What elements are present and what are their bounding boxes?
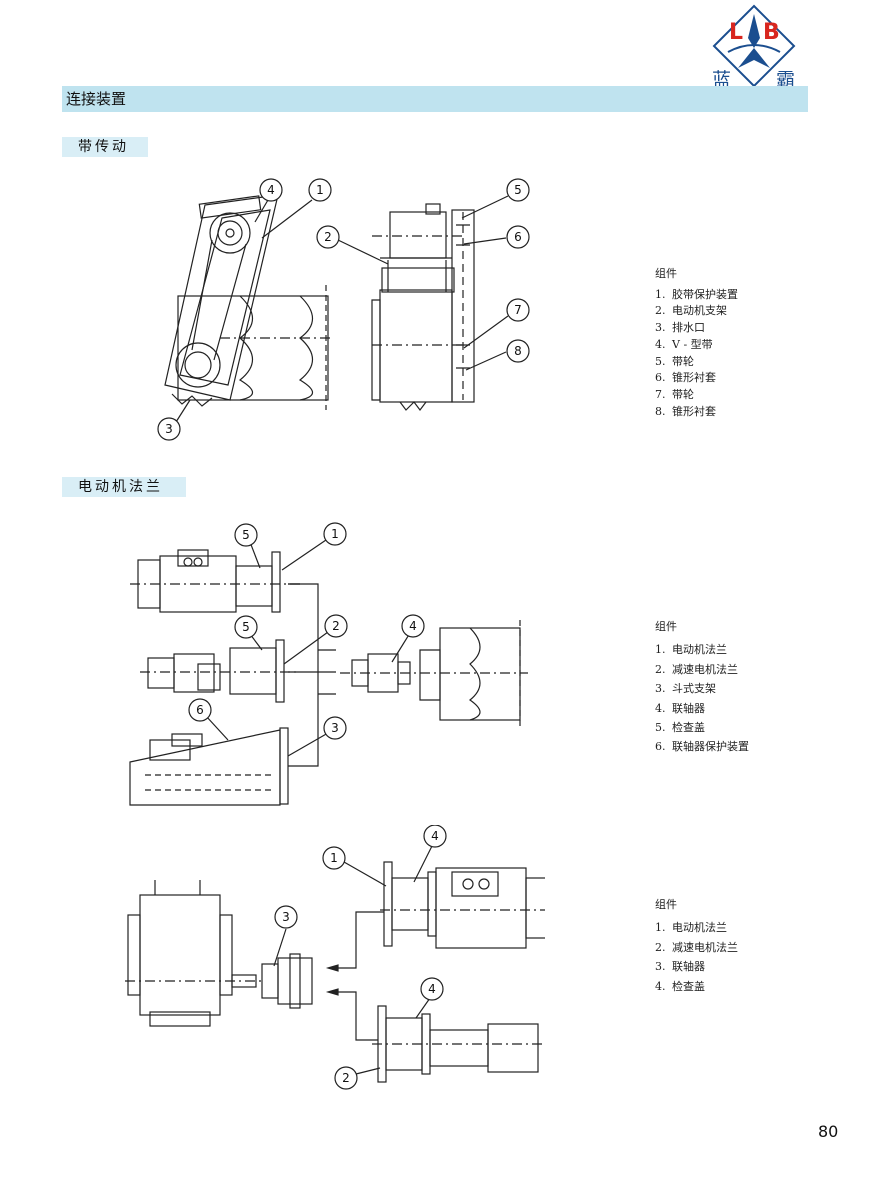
flange-callout-3-label: 3 bbox=[331, 721, 339, 735]
belt-callout-2 bbox=[316, 225, 340, 249]
logo-char-ba: 霸 bbox=[776, 69, 796, 91]
bevel-callout-3 bbox=[274, 905, 298, 929]
bevel-callout-2-label: 2 bbox=[342, 1071, 350, 1085]
belt-legend-item: 8.锥形衬套 bbox=[655, 404, 716, 418]
flange-callout-5b bbox=[234, 615, 258, 639]
belt-callout-7 bbox=[506, 298, 530, 322]
bevel-legend: 组件 1.电动机法兰 2.减速电机法兰 3.联轴器 4.检查盖 bbox=[655, 895, 738, 996]
belt-callout-5-label: 5 bbox=[514, 183, 522, 197]
brand-logo: L B 蓝 霸 bbox=[708, 2, 800, 92]
belt-legend-item: 5.带轮 bbox=[655, 354, 694, 368]
flange-callout-1-label: 1 bbox=[331, 527, 339, 541]
flange-legend-title: 组件 bbox=[655, 620, 677, 633]
motor-flange-diagram: 5 1 5 2 4 6 3 bbox=[129, 522, 528, 806]
belt-callout-8 bbox=[506, 339, 530, 363]
bevel-callout-3-label: 3 bbox=[282, 910, 290, 924]
belt-legend-item: 7.带轮 bbox=[655, 387, 694, 401]
belt-callout-3-label: 3 bbox=[165, 422, 173, 436]
flange-callout-5b-label: 5 bbox=[242, 620, 250, 634]
flange-legend-item: 2.减速电机法兰 bbox=[655, 662, 738, 676]
bevel-callout-4b bbox=[420, 977, 444, 1001]
belt-callout-1-label: 1 bbox=[316, 183, 324, 197]
bevel-callout-1-label: 1 bbox=[330, 851, 338, 865]
flange-callout-4-label: 4 bbox=[409, 619, 417, 633]
belt-legend-item: 1.胶带保护装置 bbox=[655, 287, 738, 301]
belt-callout-2-label: 2 bbox=[324, 230, 332, 244]
flange-callout-2 bbox=[324, 614, 348, 638]
flange-callout-1 bbox=[323, 522, 347, 546]
flange-legend: 组件 1.电动机法兰 2.减速电机法兰 3.斗式支架 4.联轴器 5.检查盖 6… bbox=[655, 617, 749, 757]
belt-callout-5 bbox=[506, 178, 530, 202]
flange-legend-item: 3.斗式支架 bbox=[655, 682, 716, 696]
flange-callout-6 bbox=[188, 698, 212, 722]
belt-callout-7-label: 7 bbox=[514, 303, 522, 317]
logo-letter-l: L bbox=[729, 20, 744, 45]
bevel-callout-2 bbox=[334, 1066, 358, 1090]
bevel-callout-4b-label: 4 bbox=[428, 982, 436, 996]
belt-callout-6 bbox=[506, 225, 530, 249]
logo-letter-b: B bbox=[763, 20, 780, 45]
belt-legend-item: 4.V - 型带 bbox=[655, 337, 713, 351]
bevel-callout-1 bbox=[322, 846, 346, 870]
subsection-title-belt: 带传动 bbox=[62, 137, 148, 157]
belt-callout-4 bbox=[259, 178, 283, 202]
flange-legend-item: 6.联轴器保护装置 bbox=[655, 740, 749, 754]
flange-callout-2-label: 2 bbox=[332, 619, 340, 633]
flange-callout-6-label: 6 bbox=[196, 703, 204, 717]
belt-callout-8-label: 8 bbox=[514, 344, 522, 358]
belt-callout-1 bbox=[308, 178, 332, 202]
flange-legend-item: 4.联轴器 bbox=[655, 701, 705, 715]
belt-callout-4-label: 4 bbox=[267, 183, 275, 197]
bevel-legend-item: 4.检查盖 bbox=[655, 979, 705, 993]
belt-legend-item: 3.排水口 bbox=[655, 321, 705, 335]
flange-callout-3 bbox=[323, 716, 347, 740]
flange-legend-item: 5.检查盖 bbox=[655, 721, 705, 735]
belt-legend: 组件 1.胶带保护装置 2.电动机支架 3.排水口 4.V - 型带 5.带轮 … bbox=[655, 266, 738, 420]
flange-callout-4 bbox=[401, 614, 425, 638]
bevel-legend-item: 3.联轴器 bbox=[655, 960, 705, 974]
belt-callout-3 bbox=[157, 417, 181, 441]
flange-legend-item: 1.电动机法兰 bbox=[655, 643, 727, 657]
belt-legend-item: 6.锥形衬套 bbox=[655, 371, 716, 385]
bevel-legend-item: 1.电动机法兰 bbox=[655, 921, 727, 935]
bevel-callout-4a-label: 4 bbox=[431, 829, 439, 843]
bevel-callout-4a bbox=[423, 825, 447, 848]
belt-legend-item: 2.电动机支架 bbox=[655, 304, 727, 318]
belt-drive-diagram: 4 1 2 3 5 6 7 8 bbox=[157, 178, 530, 441]
gear-motor-flange-diagram: 4 1 3 4 2 bbox=[125, 825, 545, 1090]
logo-char-lan: 蓝 bbox=[712, 69, 732, 91]
belt-callout-6-label: 6 bbox=[514, 230, 522, 244]
flange-callout-5a bbox=[234, 523, 258, 547]
bevel-legend-item: 2.减速电机法兰 bbox=[655, 940, 738, 954]
subsection-title-flange: 电动机法兰 bbox=[62, 477, 186, 497]
belt-legend-title: 组件 bbox=[655, 267, 677, 280]
page-number: 80 bbox=[818, 1122, 839, 1141]
flange-callout-5a-label: 5 bbox=[242, 528, 250, 542]
section-title: 连接装置 bbox=[62, 86, 808, 112]
bevel-legend-title: 组件 bbox=[655, 898, 677, 911]
